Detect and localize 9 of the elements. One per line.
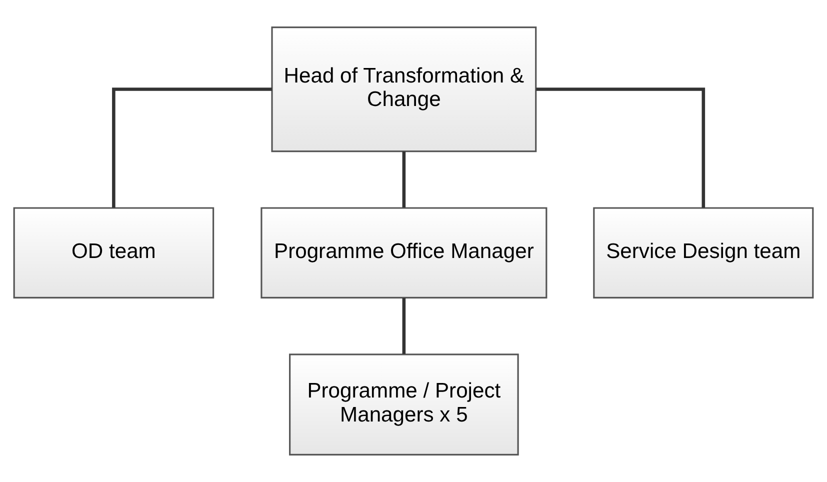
connector bbox=[536, 88, 706, 208]
connector bbox=[402, 152, 406, 208]
node-box: Programme Office Manager bbox=[260, 207, 548, 299]
connector bbox=[402, 298, 406, 354]
node-box: Programme / Project Managers x 5 bbox=[289, 354, 519, 456]
node-box: OD team bbox=[13, 207, 214, 299]
node-box: Head of Transformation & Change bbox=[271, 26, 537, 152]
connector bbox=[112, 88, 272, 208]
node-box: Service Design team bbox=[593, 207, 814, 299]
